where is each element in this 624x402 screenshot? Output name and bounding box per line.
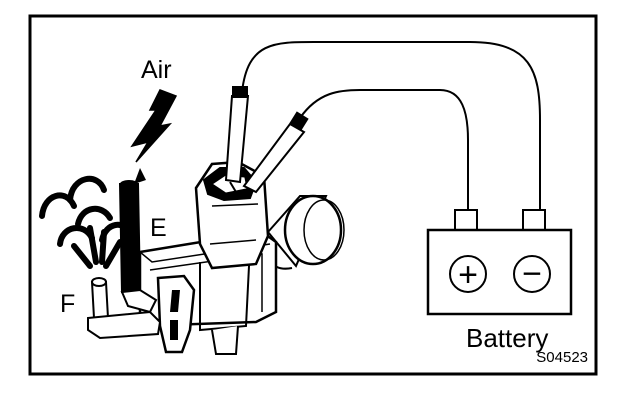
figure-code: S04523: [536, 349, 588, 366]
mount-tab: [211, 325, 239, 355]
battery-terminal-negative: [522, 209, 546, 231]
air-flow-icon: [39, 175, 135, 269]
port-e-pipe: [118, 180, 158, 314]
port-f-pipe: [87, 277, 162, 340]
battery-terminal-positive: [454, 209, 478, 231]
test-probe-positive: [242, 111, 309, 194]
positive-symbol: +: [458, 256, 478, 294]
label-battery: Battery: [466, 323, 548, 353]
label-air: Air: [141, 56, 172, 84]
test-probe-negative: [224, 86, 250, 193]
label-port-f: F: [60, 290, 75, 318]
wire-positive: [299, 89, 469, 212]
negative-symbol: −: [522, 255, 542, 293]
negative-symbol-circle: [513, 255, 551, 293]
mounting-bracket: [156, 274, 196, 354]
air-arrow-icon: [130, 89, 178, 184]
label-port-e: E: [150, 214, 167, 242]
wire-negative: [241, 40, 541, 212]
battery: + −: [426, 209, 573, 316]
solenoid-coil: [261, 194, 345, 270]
positive-symbol-circle: [449, 255, 487, 293]
